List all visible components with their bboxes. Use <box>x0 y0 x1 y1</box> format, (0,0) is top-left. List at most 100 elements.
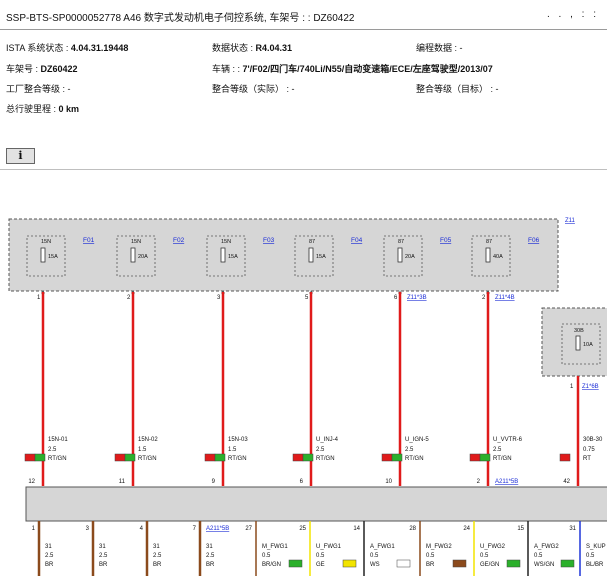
bottom-wire-signal: U_FWG2 <box>480 544 506 550</box>
bottom-wire-color: BR <box>153 562 162 568</box>
fuse-label: 87 <box>398 239 404 245</box>
vehicle-value: 7'/F02/四门车/740Li/N55/自动变速箱/ECE/左座驾驶型/201… <box>242 64 493 74</box>
fuse-rating: 40A <box>493 254 503 260</box>
fuse-icon <box>397 247 403 263</box>
fuse-rating: 20A <box>405 254 415 260</box>
ista-status-label: ISTA 系统状态 : <box>6 43 69 53</box>
bottom-wire-signal: 31 <box>153 544 160 550</box>
fuse-link[interactable]: F03 <box>263 237 275 244</box>
mileage-value: 0 km <box>58 104 80 114</box>
wire-pin: 2 <box>477 479 481 485</box>
fuse-pin: 1 <box>37 295 41 301</box>
control-unit <box>25 486 607 522</box>
window-title: SSP-BTS-SP0000052778 A46 数字式发动机电子伺控系统, 车… <box>6 13 355 24</box>
wire-color: RT/GN <box>228 456 247 462</box>
fuse-icon <box>485 247 491 263</box>
mileage-info: 总行驶里程 : 0 km <box>6 102 79 115</box>
wire-pin: 9 <box>212 479 216 485</box>
bottom-wire-signal: 31 <box>45 544 52 550</box>
fuse-rating: 20A <box>138 254 148 260</box>
bottom-wire-pin: 24 <box>463 526 470 532</box>
right-fuse-box <box>561 323 601 365</box>
fuse-label: 87 <box>309 239 315 245</box>
fuse-link[interactable]: F02 <box>173 237 185 244</box>
wire-connector-link[interactable]: A211*5B <box>495 479 518 485</box>
fuse-link[interactable]: F05 <box>440 237 452 244</box>
factory-integration-level: 工厂整合等级 : - <box>6 84 71 94</box>
fuse-rating: 15A <box>316 254 326 260</box>
bottom-color-swatch <box>288 559 303 568</box>
wire-color: RT/GN <box>493 456 512 462</box>
wire-color: RT/GN <box>48 456 67 462</box>
bottom-wire-pin: 31 <box>569 526 576 532</box>
fuse-link[interactable]: F06 <box>528 237 540 244</box>
fuse-box <box>116 235 156 277</box>
bottom-wire-pin: 28 <box>409 526 416 532</box>
bottom-wire-color: GE <box>316 562 325 568</box>
fuse-icon <box>308 247 314 263</box>
integration-level-target: 整合等级（目标） : - <box>416 84 499 94</box>
bottom-wire-signal: 31 <box>99 544 106 550</box>
info-button[interactable]: i <box>6 148 35 164</box>
bottom-color-swatch <box>342 559 357 568</box>
bottom-connector-link[interactable]: A211*5B <box>206 526 229 532</box>
fuse-pin: 3 <box>217 295 221 301</box>
fuse-box <box>206 235 246 277</box>
ista-status: ISTA 系统状态 : 4.04.31.19448 <box>6 41 128 54</box>
bottom-color-swatch <box>560 559 575 568</box>
bottom-wire-pin: 27 <box>245 526 252 532</box>
bottom-wire-size: 2.5 <box>45 553 54 559</box>
fuse-pin: 2 <box>127 295 131 301</box>
bottom-wire-color: BR <box>99 562 108 568</box>
wire-size: 1.5 <box>138 447 147 453</box>
fuse-link[interactable]: F04 <box>351 237 363 244</box>
fuse-box <box>294 235 334 277</box>
fuse-connector-link[interactable]: Z11*3B <box>407 295 427 301</box>
right-fuse-pin: 1 <box>570 384 574 390</box>
wire-color-swatch-gn <box>124 453 136 462</box>
wire-signal: U_IGN-5 <box>405 437 429 443</box>
wire-color: RT <box>583 456 591 462</box>
bottom-wire-color: GE/GN <box>480 562 499 568</box>
bottom-wire-color: BL/BR <box>586 562 604 568</box>
title-divider <box>0 29 607 30</box>
fuse-connector-link[interactable]: Z11*4B <box>495 295 515 301</box>
bottom-wire-pin: 25 <box>299 526 306 532</box>
fuse-rating: 15A <box>48 254 58 260</box>
fuse-icon <box>130 247 136 263</box>
wire-size: 1.5 <box>228 447 237 453</box>
wire-color-swatch-gn <box>479 453 491 462</box>
fuse-icon <box>220 247 226 263</box>
bottom-wire-pin: 7 <box>193 526 197 532</box>
fuse-label: 15N <box>131 239 141 245</box>
wire-size: 0.75 <box>583 447 595 453</box>
fuse-box <box>26 235 66 277</box>
wire-size: 2.5 <box>405 447 414 453</box>
wire-pin: 42 <box>563 479 570 485</box>
fuse-pin: 6 <box>394 295 398 301</box>
wire-color-swatch-rt <box>24 453 36 462</box>
fuse-block-link[interactable]: Z11 <box>565 218 576 224</box>
fuse-link[interactable]: F01 <box>83 237 95 244</box>
data-status: 数据状态 : R4.04.31 <box>212 41 292 54</box>
wire-color-swatch-rt <box>114 453 126 462</box>
bottom-wire-pin: 15 <box>517 526 524 532</box>
wire-color: RT/GN <box>138 456 157 462</box>
bottom-color-swatch <box>452 559 467 568</box>
bottom-wire-size: 0.5 <box>534 553 543 559</box>
right-fuse-connector-link[interactable]: Z1*6B <box>582 384 599 390</box>
wire-color: RT/GN <box>316 456 335 462</box>
bottom-wire-signal: S_KUP <box>586 544 606 550</box>
fuse-label: 15N <box>41 239 51 245</box>
fuse-label: 15N <box>221 239 231 245</box>
wire-signal: 15N-01 <box>48 437 68 443</box>
bottom-wire-color: BR <box>45 562 54 568</box>
vehicle-info: 车辆 : : 7'/F02/四门车/740Li/N55/自动变速箱/ECE/左座… <box>212 62 493 75</box>
vehicle-label: 车辆 : : <box>212 64 241 74</box>
bottom-wire-size: 2.5 <box>99 553 108 559</box>
bottom-color-swatch <box>506 559 521 568</box>
fuse-pin: 2 <box>482 295 486 301</box>
wire-color-swatch-rt <box>292 453 304 462</box>
info-divider <box>0 169 607 170</box>
